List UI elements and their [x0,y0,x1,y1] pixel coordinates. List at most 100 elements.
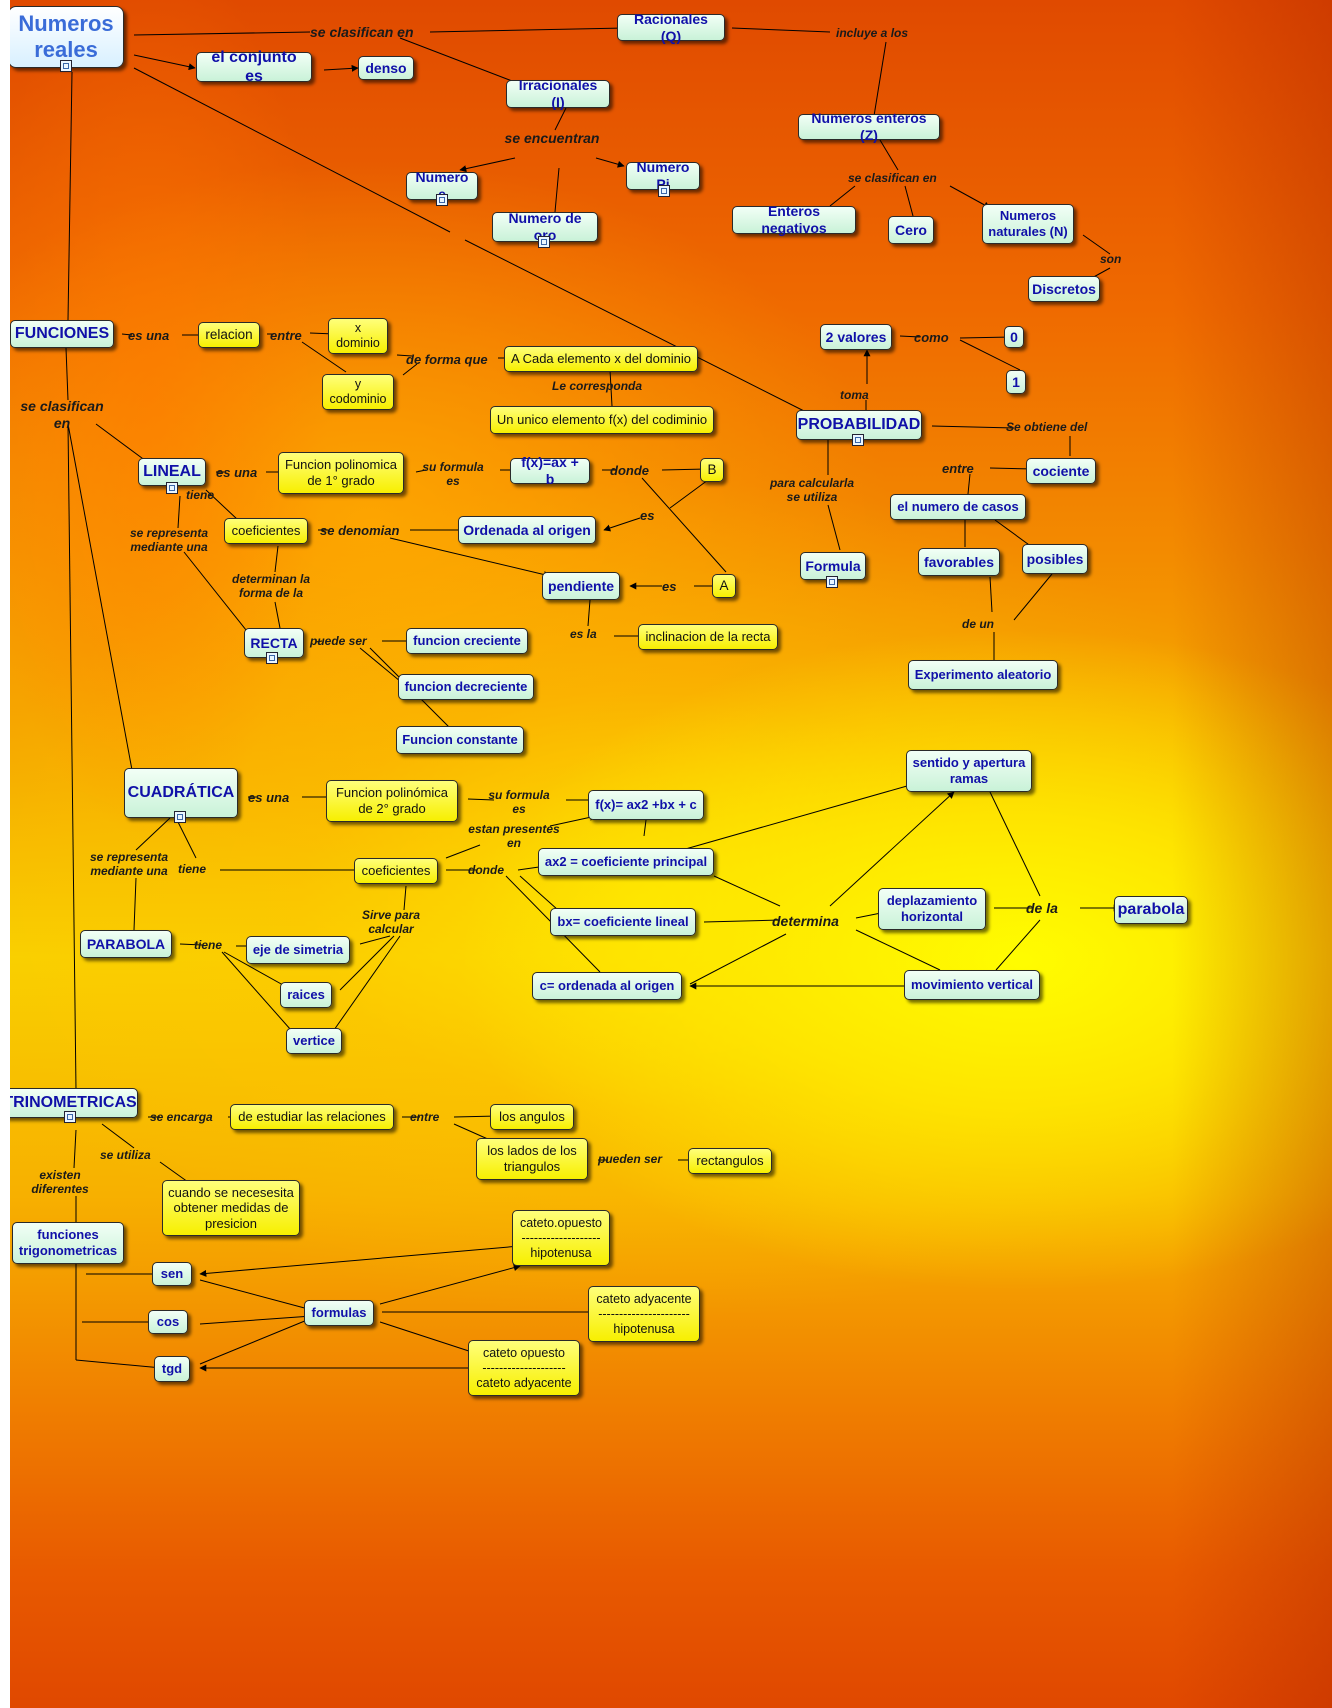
concept-coeficientes-cuadratica[interactable]: coeficientes [354,858,438,884]
concept-coeficientes-lineal[interactable]: coeficientes [224,518,308,544]
concept-funcion-decreciente[interactable]: funcion decreciente [398,674,534,700]
concept-funciones[interactable]: FUNCIONES [10,320,114,348]
concept-tg-formula[interactable]: cateto opuesto -------------------- cate… [468,1340,580,1396]
concept-racionales[interactable]: Racionales (Q) [617,11,725,44]
concept-label: FUNCIONES [14,325,110,343]
image-icon[interactable] [826,576,838,588]
concept-movimiento-vertical[interactable]: movimiento vertical [904,970,1040,1000]
link-es-b: es [640,508,655,523]
concept-label: de estudiar las relaciones [238,1109,386,1125]
concept-a[interactable]: A [712,574,736,598]
concept-coeficiente-lineal[interactable]: bx= coeficiente lineal [550,908,696,936]
document-icon[interactable] [64,1111,76,1123]
root-concept-numeros-reales[interactable]: Numeros reales [10,6,124,68]
concept-label: pendiente [547,577,615,594]
concept-estudiar-relaciones[interactable]: de estudiar las relaciones [230,1104,394,1130]
concept-x-dominio[interactable]: x dominio [328,318,388,354]
concept-valor-1[interactable]: 1 [1006,370,1026,394]
image-icon[interactable] [266,652,278,664]
concept-posibles[interactable]: posibles [1022,544,1088,574]
concept-numeros-enteros[interactable]: Numeros enteros (Z) [798,110,940,143]
concept-los-lados[interactable]: los lados de los triangulos [476,1138,588,1180]
concept-funcion-creciente[interactable]: funcion creciente [406,628,528,654]
concept-probabilidad[interactable]: PROBABILIDAD [796,410,922,440]
concept-label: RECTA [250,634,298,651]
link-es-la: es la [570,627,597,641]
concept-label: raices [287,987,325,1003]
concept-tgd[interactable]: tgd [154,1356,190,1382]
concept-label: y codominio [329,377,387,406]
concept-raices[interactable]: raices [280,982,332,1008]
concept-numeros-naturales[interactable]: Numeros naturales (N) [982,204,1074,244]
concept-2-valores[interactable]: 2 valores [820,324,892,350]
concept-formula[interactable]: Formula [800,552,866,580]
concept-enteros-negativos[interactable]: Enteros negativos [732,203,856,236]
concept-funcion-polinomica-1[interactable]: Funcion polinomica de 1° grado [278,452,404,494]
concept-vertice[interactable]: vertice [286,1028,342,1054]
concept-funciones-trigonometricas[interactable]: funciones trigonometricas [12,1222,124,1264]
link-de-la: de la [1026,900,1058,916]
document-icon[interactable] [174,811,186,823]
link-se-encarga: se encarga [150,1110,213,1124]
concept-label: CUADRÁTICA [127,784,235,802]
concept-label: sen [160,1266,184,1282]
concept-rectangulos[interactable]: rectangulos [688,1148,772,1174]
concept-label: B [707,461,717,477]
concept-eje-de-simetria[interactable]: eje de simetria [246,936,350,964]
concept-pendiente[interactable]: pendiente [542,572,620,600]
document-icon[interactable] [60,60,72,72]
concept-coeficiente-principal[interactable]: ax2 = coeficiente principal [538,848,714,876]
concept-sentido-apertura[interactable]: sentido y apertura ramas [906,750,1032,792]
concept-funcion-constante[interactable]: Funcion constante [396,726,524,754]
concept-label: cociente [1032,462,1090,479]
concept-cociente[interactable]: cociente [1026,458,1096,484]
concept-label: Irracionales (I) [518,77,598,110]
concept-sen[interactable]: sen [152,1262,192,1286]
concept-parabola-final[interactable]: parabola [1114,896,1188,924]
image-icon[interactable] [658,185,670,197]
concept-el-numero-de-casos[interactable]: el numero de casos [890,494,1026,520]
concept-cuadratica[interactable]: CUADRÁTICA [124,768,238,818]
concept-ordenada-al-origen[interactable]: Ordenada al origen [458,516,596,544]
concept-label: rectangulos [696,1153,764,1169]
concept-parabola[interactable]: PARABOLA [80,930,172,958]
document-icon[interactable] [166,482,178,494]
image-icon[interactable] [852,434,864,446]
concept-los-angulos[interactable]: los angulos [490,1104,574,1130]
concept-favorables[interactable]: favorables [918,548,1000,576]
concept-ordenada-c[interactable]: c= ordenada al origen [532,972,682,1000]
concept-cos[interactable]: cos [148,1310,188,1334]
concept-fx-lineal[interactable]: f(x)=ax + b [510,454,590,487]
concept-unico-elemento[interactable]: Un unico elemento f(x) del codiminio [490,406,714,434]
concept-b[interactable]: B [700,458,724,482]
concept-medidas-precision[interactable]: cuando se necesesita obtener medidas de … [162,1180,300,1236]
concept-valor-0[interactable]: 0 [1004,326,1024,348]
concept-experimento-aleatorio[interactable]: Experimento aleatorio [908,660,1058,690]
link-entre: entre [270,328,302,343]
concept-el-conjunto-es[interactable]: el conjunto es [196,49,312,85]
link-es-una-lineal: es una [216,465,258,480]
concept-desplazamiento-horizontal[interactable]: deplazamiento horizontal [878,888,986,930]
concept-cero[interactable]: Cero [888,216,934,244]
concept-label: los angulos [499,1109,565,1125]
link-tiene-cuadratica: tiene [178,862,207,876]
concept-fx-cuadratica[interactable]: f(x)= ax2 +bx + c [588,790,704,820]
concept-funcion-polinomica-2[interactable]: Funcion polinómica de 2° grado [326,780,458,822]
concept-inclinacion-recta[interactable]: inclinacion de la recta [638,624,778,650]
link-puede-ser: puede ser [310,634,367,648]
concept-denso[interactable]: denso [358,56,414,80]
concept-irracionales[interactable]: Irracionales (I) [506,77,610,110]
concept-formulas[interactable]: formulas [304,1300,374,1326]
concept-discretos[interactable]: Discretos [1028,276,1100,302]
concept-relacion[interactable]: relacion [198,322,260,348]
concept-sen-formula[interactable]: cateto.opuesto ------------------- hipot… [512,1210,610,1266]
concept-label: coeficientes [361,863,431,879]
concept-y-codominio[interactable]: y codominio [322,374,394,410]
concept-lineal[interactable]: LINEAL [138,458,206,486]
image-icon[interactable] [436,194,448,206]
concept-label: movimiento vertical [910,977,1034,993]
link-su-formula-es: su formula es [422,460,484,489]
concept-cos-formula[interactable]: cateto adyacente ---------------------- … [588,1286,700,1342]
concept-a-cada-elemento[interactable]: A Cada elemento x del dominio [504,346,698,372]
image-icon[interactable] [538,236,550,248]
